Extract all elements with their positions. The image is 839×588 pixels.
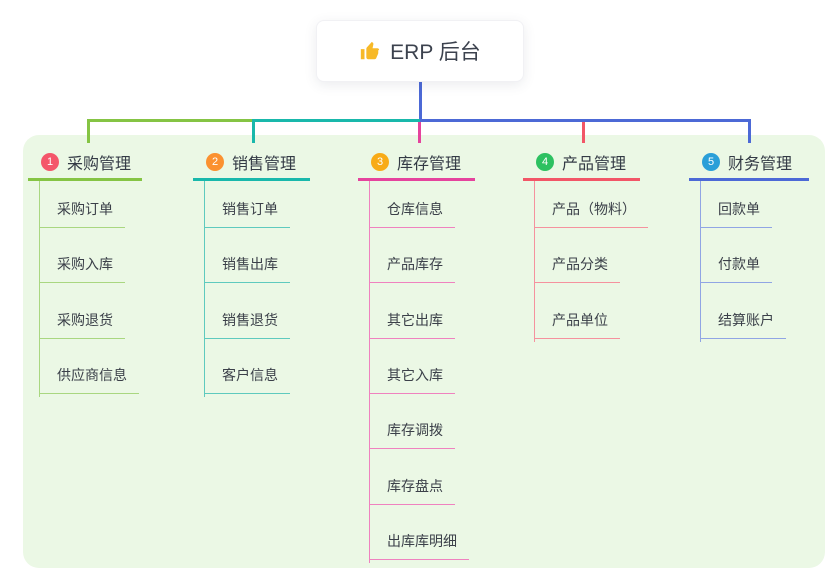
branch-number-badge: 5 (702, 152, 720, 171)
child-node[interactable]: 销售订单 (204, 187, 290, 228)
child-label: 产品（物料） (552, 201, 636, 217)
branch-node: 5 财务管理 回款单 付款单 结算账户 (689, 145, 809, 342)
child-label: 库存调拨 (387, 422, 443, 439)
connector-horizontal-branch1 (87, 119, 254, 122)
child-label: 采购退货 (57, 311, 113, 328)
branch-spine (534, 181, 535, 342)
branch-node: 4 产品管理 产品（物料） 产品分类 产品单位 (523, 145, 648, 342)
branch-spine (700, 181, 701, 342)
child-node[interactable]: 其它出库 (369, 298, 455, 339)
connector-drop-branch5 (748, 119, 751, 143)
child-label: 销售订单 (222, 201, 278, 217)
branch-header[interactable]: 5 财务管理 (689, 145, 809, 181)
child-label: 采购入库 (57, 256, 113, 273)
connector-root-line (419, 82, 422, 122)
branch-number-badge: 3 (371, 152, 389, 171)
child-label: 结算账户 (718, 311, 774, 328)
branch-number-badge: 1 (41, 152, 59, 171)
child-node[interactable]: 其它入库 (369, 353, 455, 394)
child-label: 付款单 (718, 256, 760, 273)
child-node[interactable]: 销售退货 (204, 298, 290, 339)
child-label: 销售退货 (222, 311, 278, 328)
branch-label: 库存管理 (397, 155, 462, 173)
branch-spine (369, 181, 370, 563)
child-node[interactable]: 回款单 (700, 187, 772, 228)
branch-number-badge: 4 (536, 152, 554, 171)
child-label: 仓库信息 (387, 201, 443, 217)
child-label: 产品分类 (552, 256, 608, 273)
child-node[interactable]: 客户信息 (204, 353, 290, 394)
child-node[interactable]: 库存调拨 (369, 408, 455, 450)
connector-drop-branch4 (582, 122, 585, 143)
thumbs-up-icon (359, 40, 381, 62)
branch-label: 销售管理 (232, 155, 297, 173)
child-node[interactable]: 库存盘点 (369, 464, 455, 505)
branch-node: 3 库存管理 仓库信息 产品库存 其它出库 其它入库 库存调拨 库存盘点 出库库… (358, 145, 475, 563)
branch-spine (204, 181, 205, 397)
child-label: 供应商信息 (57, 366, 127, 383)
child-node[interactable]: 采购订单 (39, 187, 125, 228)
branch-label: 产品管理 (562, 155, 627, 173)
branch-label: 采购管理 (67, 155, 132, 173)
connector-drop-branch2 (252, 119, 255, 143)
child-node[interactable]: 采购退货 (39, 298, 125, 339)
child-node[interactable]: 结算账户 (700, 298, 786, 339)
child-label: 出库库明细 (387, 532, 457, 549)
branch-header[interactable]: 3 库存管理 (358, 145, 475, 181)
branch-label: 财务管理 (728, 155, 793, 173)
root-title: ERP 后台 (390, 41, 481, 64)
child-label: 其它入库 (387, 366, 443, 383)
child-node[interactable]: 采购入库 (39, 242, 125, 284)
branch-node: 2 销售管理 销售订单 销售出库 销售退货 客户信息 (193, 145, 310, 397)
connector-drop-branch3 (418, 122, 421, 143)
root-node[interactable]: ERP 后台 (316, 20, 524, 82)
child-node[interactable]: 产品（物料） (534, 187, 648, 228)
branch-number-badge: 2 (206, 152, 224, 171)
connector-horizontal-branch2 (254, 119, 420, 122)
child-node[interactable]: 产品分类 (534, 242, 620, 284)
child-label: 库存盘点 (387, 477, 443, 494)
child-label: 产品单位 (552, 311, 608, 328)
child-label: 采购订单 (57, 201, 113, 217)
child-label: 销售出库 (222, 256, 278, 273)
child-node[interactable]: 供应商信息 (39, 353, 139, 394)
branch-node: 1 采购管理 采购订单 采购入库 采购退货 供应商信息 (28, 145, 142, 397)
canvas-panel (23, 135, 825, 568)
child-node[interactable]: 销售出库 (204, 242, 290, 284)
child-node[interactable]: 付款单 (700, 242, 772, 284)
child-label: 客户信息 (222, 366, 278, 383)
branch-spine (39, 181, 40, 397)
connector-horizontal-branch5 (420, 119, 751, 122)
child-node[interactable]: 产品单位 (534, 298, 620, 339)
child-label: 回款单 (718, 201, 760, 217)
child-node[interactable]: 出库库明细 (369, 519, 469, 560)
branch-header[interactable]: 1 采购管理 (28, 145, 142, 181)
branch-header[interactable]: 4 产品管理 (523, 145, 640, 181)
branch-header[interactable]: 2 销售管理 (193, 145, 310, 181)
connector-drop-branch1 (87, 119, 90, 143)
child-node[interactable]: 仓库信息 (369, 187, 455, 228)
child-label: 其它出库 (387, 311, 443, 328)
child-label: 产品库存 (387, 256, 443, 273)
child-node[interactable]: 产品库存 (369, 242, 455, 284)
